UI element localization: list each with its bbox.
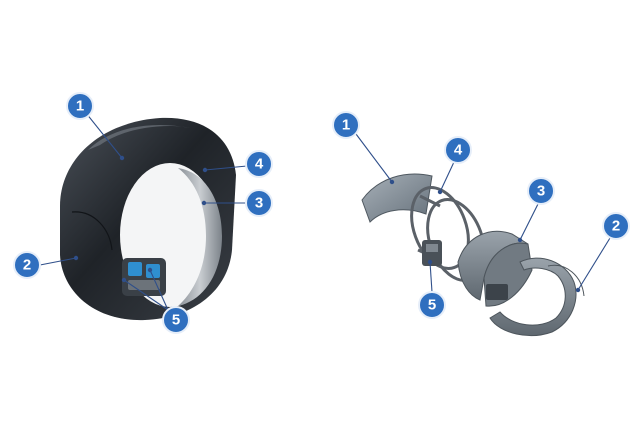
- callout-left-1: 1: [66, 92, 94, 120]
- exploded-view: [361, 173, 585, 336]
- svg-text:4: 4: [255, 156, 264, 173]
- svg-text:2: 2: [23, 257, 31, 274]
- assembled-ring: [60, 117, 236, 321]
- callout-right-3: 3: [527, 177, 555, 205]
- part-outer-shell: [489, 257, 585, 336]
- callouts-left: 1 4 3 2 5: [13, 92, 273, 334]
- callout-left-5: 5: [162, 306, 190, 334]
- svg-text:3: 3: [537, 183, 545, 200]
- ring-seam: [71, 211, 113, 251]
- callout-right-1: 1: [332, 111, 360, 139]
- part-inner-sleeve: [457, 230, 533, 307]
- svg-text:1: 1: [342, 117, 350, 134]
- callout-right-4: 4: [444, 136, 472, 164]
- svg-text:4: 4: [454, 142, 463, 159]
- svg-text:1: 1: [76, 98, 84, 115]
- ring-top-highlight: [88, 124, 190, 150]
- svg-text:2: 2: [612, 218, 620, 235]
- callout-left-4: 4: [245, 150, 273, 178]
- part-top-cover: [361, 173, 433, 223]
- part-electronics: [422, 240, 442, 266]
- callouts-right: 1 4 3 2 5: [332, 111, 630, 319]
- callout-right-5: 5: [418, 291, 446, 319]
- svg-text:3: 3: [255, 195, 263, 212]
- callout-right-2: 2: [602, 212, 630, 240]
- callout-left-2: 2: [13, 251, 41, 279]
- svg-text:5: 5: [172, 312, 180, 329]
- svg-text:5: 5: [428, 297, 436, 314]
- callout-left-3: 3: [245, 189, 273, 217]
